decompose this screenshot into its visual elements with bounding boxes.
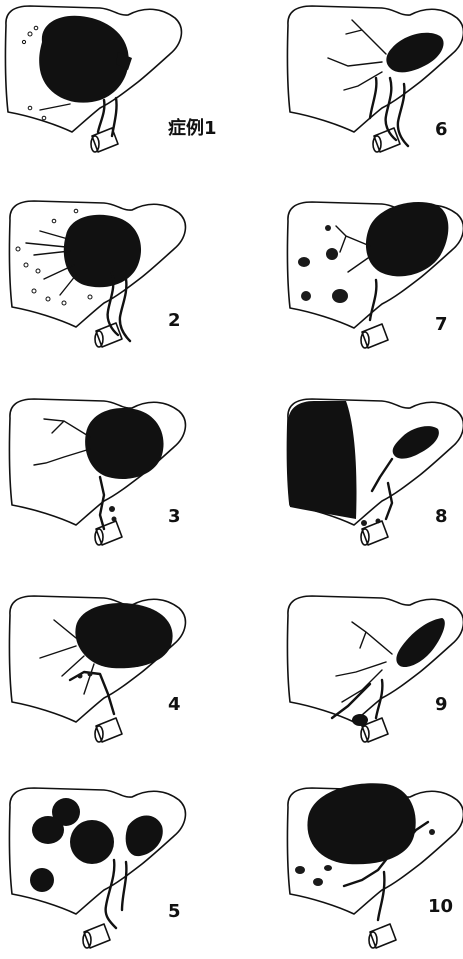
case-7-label: 7 <box>435 314 448 335</box>
case-3-label: 3 <box>168 506 181 527</box>
case-9-label: 9 <box>435 694 448 715</box>
case-6-label: 6 <box>435 119 448 140</box>
case-10-diagram <box>287 783 463 948</box>
case-4-diagram <box>9 596 185 742</box>
case-3-diagram <box>9 399 185 545</box>
case-5-label: 5 <box>168 901 181 922</box>
case-1-diagram <box>5 6 181 152</box>
case-9-diagram <box>287 596 463 742</box>
case-8-label: 8 <box>435 506 448 527</box>
case-2-label: 2 <box>168 310 181 331</box>
case-5-diagram <box>9 788 185 948</box>
case-10-label: 10 <box>428 896 453 917</box>
case-4-label: 4 <box>168 694 181 715</box>
case-2-diagram <box>9 201 185 347</box>
case-1-label: 症例1 <box>168 117 217 139</box>
